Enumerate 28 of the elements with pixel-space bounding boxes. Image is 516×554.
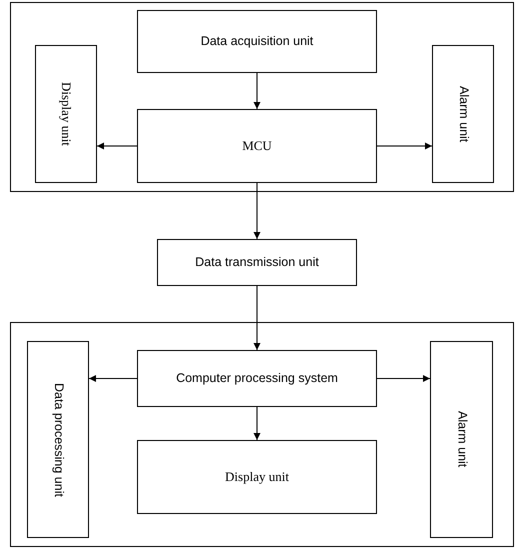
box-label: Alarm unit <box>454 411 470 468</box>
box-label: Data transmission unit <box>195 254 319 270</box>
box-label: Data processing unit <box>50 382 66 496</box>
arrow <box>376 375 430 382</box>
box-label: Display unit <box>225 468 289 486</box>
box-label: Alarm unit <box>456 86 471 142</box>
box-label: Data acquisition unit <box>200 34 314 50</box>
arrow <box>254 286 260 350</box>
process-box <box>137 350 377 407</box>
group-frame <box>10 322 514 547</box>
box-label: Display unit <box>58 82 74 146</box>
process-box <box>157 239 357 286</box>
process-box <box>27 341 89 538</box>
process-box <box>137 109 377 183</box>
process-box <box>137 440 377 514</box>
arrow <box>376 142 432 150</box>
arrow <box>88 375 138 382</box>
process-box <box>35 45 97 183</box>
box-label: MCU <box>242 138 272 154</box>
process-box <box>432 45 494 183</box>
process-box <box>430 341 493 538</box>
arrow <box>254 406 260 440</box>
group-frame <box>10 2 514 192</box>
arrow <box>96 142 138 150</box>
arrow <box>254 182 260 240</box>
process-box <box>137 10 377 73</box>
box-label: Computer processing system <box>176 370 338 386</box>
arrow <box>254 72 260 110</box>
